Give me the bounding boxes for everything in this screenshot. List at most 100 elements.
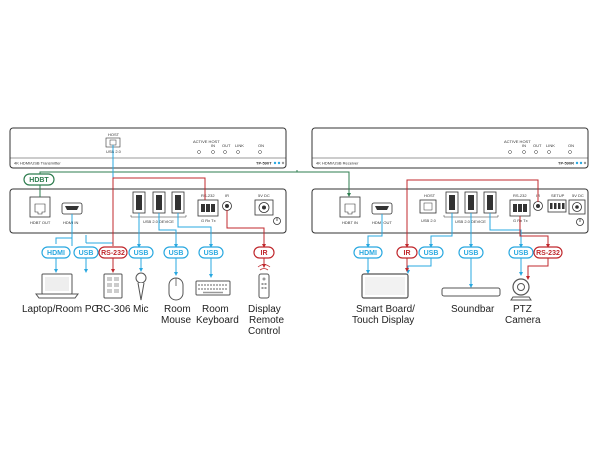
remote-label-line3: Control — [248, 326, 280, 337]
keypad-icon — [103, 273, 123, 299]
rx-rs232-label: RS-232 — [513, 193, 527, 198]
tx-rs232-label: RS-232 — [201, 193, 215, 198]
usb-mouse-cable — [158, 213, 178, 248]
mic-label: Mic — [133, 304, 149, 315]
rj45-socket-icon — [34, 203, 46, 215]
tx-front-usb-socket — [109, 139, 117, 146]
led-indicator — [568, 150, 572, 154]
badge-usb: USB — [128, 246, 154, 259]
rx-dc-label: 5V DC — [572, 193, 584, 198]
tx-hdmi-in-label: HDMI IN — [63, 220, 78, 225]
rc306-device: RC-306 — [96, 273, 131, 315]
soundbar-icon — [441, 287, 501, 297]
tx-led-label: OUT — [222, 143, 231, 148]
led-indicator — [508, 150, 512, 154]
tx-front-leds: ACTIVE HOST IN OUT LINK ON — [193, 139, 264, 154]
remote-label-line1: Display — [248, 304, 281, 315]
rx-led-label: ACTIVE HOST — [504, 139, 531, 144]
soundbar-label: Soundbar — [451, 304, 495, 315]
rx-usb-device-ports: USB 2.0 DEVICE — [443, 191, 499, 224]
mic-device: Mic — [133, 272, 149, 315]
led-indicator — [223, 150, 227, 154]
rx-led-label: LINK — [546, 143, 555, 148]
ir-cable — [226, 210, 266, 248]
tx-model: TP-590T — [256, 161, 272, 166]
rx-model-dot — [583, 161, 587, 165]
tx-badges: HDMI USB RS-232 USB USB USB IR — [41, 246, 275, 259]
badge-label: IR — [261, 250, 268, 257]
tx-front-usb-label: USB 2.0 — [106, 149, 122, 154]
soundbar-device: Soundbar — [441, 287, 501, 315]
rx-model: TP-590R — [558, 161, 574, 166]
rx-led-label: IN — [522, 143, 526, 148]
rx-rs232-cable — [519, 216, 550, 248]
rx-front-panel: 4K HDMI/USB Receiver TP-590R ACTIVE HOST… — [311, 127, 589, 169]
badge-usb: USB — [163, 246, 189, 259]
badge-usb: USB — [73, 246, 99, 259]
ptz-camera-icon — [510, 278, 532, 301]
microphone-icon — [135, 272, 147, 301]
badge-label: IR — [404, 250, 411, 257]
keyboard-icon — [195, 280, 231, 296]
rx-hdbt-in-label: HDBT IN — [342, 220, 358, 225]
tx-model-dot — [277, 161, 281, 165]
tx-led-label: ACTIVE HOST — [193, 139, 220, 144]
rx-ir-cable — [405, 179, 539, 248]
smartboard-label-line2: Touch Display — [352, 315, 414, 326]
hdbt-badge: HDBT — [23, 173, 55, 186]
tx-ir-label: IR — [225, 193, 229, 198]
rx-setup-label: SETUP — [551, 193, 565, 198]
badge-label: USB — [134, 250, 149, 257]
badge-label: USB — [464, 250, 479, 257]
led-indicator — [236, 150, 240, 154]
tx-rear-panel: HDBT OUT HDMI IN USB 2.0 DEVICE RS-232 G… — [9, 188, 287, 234]
rx-led-label: OUT — [533, 143, 542, 148]
hdmi-socket-icon — [375, 206, 389, 210]
rx-front-leds: ACTIVE HOST IN OUT LINK ON — [504, 139, 574, 154]
badge-label: USB — [169, 250, 184, 257]
badge-ir: IR — [253, 246, 275, 259]
smartboard-label-line1: Smart Board/ — [356, 304, 415, 315]
camera-label-line2: Camera — [505, 315, 541, 326]
led-indicator — [258, 150, 262, 154]
badge-usb: USB — [458, 246, 484, 259]
remote-control-icon — [257, 264, 271, 299]
badge-rs232: RS-232 — [98, 246, 128, 259]
smartboard-device: Smart Board/ Touch Display — [352, 273, 415, 326]
tx-hdbt-out-label: HDBT OUT — [30, 220, 51, 225]
badge-label: HDMI — [47, 250, 65, 257]
rx-led-label: ON — [568, 143, 574, 148]
rx-model-dot — [579, 161, 583, 165]
smartboard-icon — [361, 273, 409, 299]
rx-host-label: HOST — [424, 193, 436, 198]
badge-label: HDMI — [359, 250, 377, 257]
hdbt-badge-label: HDBT — [29, 177, 49, 184]
hdmi-socket-icon — [65, 206, 79, 210]
mouse-label-line2: Mouse — [161, 315, 191, 326]
badge-usb: USB — [508, 246, 534, 259]
rx-usb20-label: USB 2.0 — [421, 218, 437, 223]
usb-camera-cable — [489, 213, 523, 248]
mouse-device: Room Mouse — [161, 277, 191, 326]
led-indicator — [547, 150, 551, 154]
hdmi-out-cable — [366, 214, 383, 248]
badge-ir: IR — [396, 246, 418, 259]
laptop-label: Laptop/Room PC — [22, 304, 99, 315]
tx-rs232-pins: G Rx Tx — [201, 218, 216, 223]
keyboard-device: Room Keyboard — [195, 280, 239, 326]
keyboard-label-line2: Keyboard — [196, 315, 239, 326]
rx-model-dot — [575, 161, 579, 165]
badge-label: USB — [79, 250, 94, 257]
badge-usb: USB — [418, 246, 444, 259]
usb-smartboard-cable — [429, 213, 453, 248]
rj45-socket-icon — [344, 203, 356, 215]
rx-badges: HDMI IR USB USB USB RS-232 — [353, 246, 563, 259]
keyboard-label-line1: Room — [202, 304, 229, 315]
badge-usb: USB — [198, 246, 224, 259]
remote-device: Display Remote Control — [248, 264, 284, 337]
usb-keyboard-cable — [177, 213, 213, 248]
tx-led-label: ON — [258, 143, 264, 148]
led-indicator — [534, 150, 538, 154]
led-indicator — [522, 150, 526, 154]
